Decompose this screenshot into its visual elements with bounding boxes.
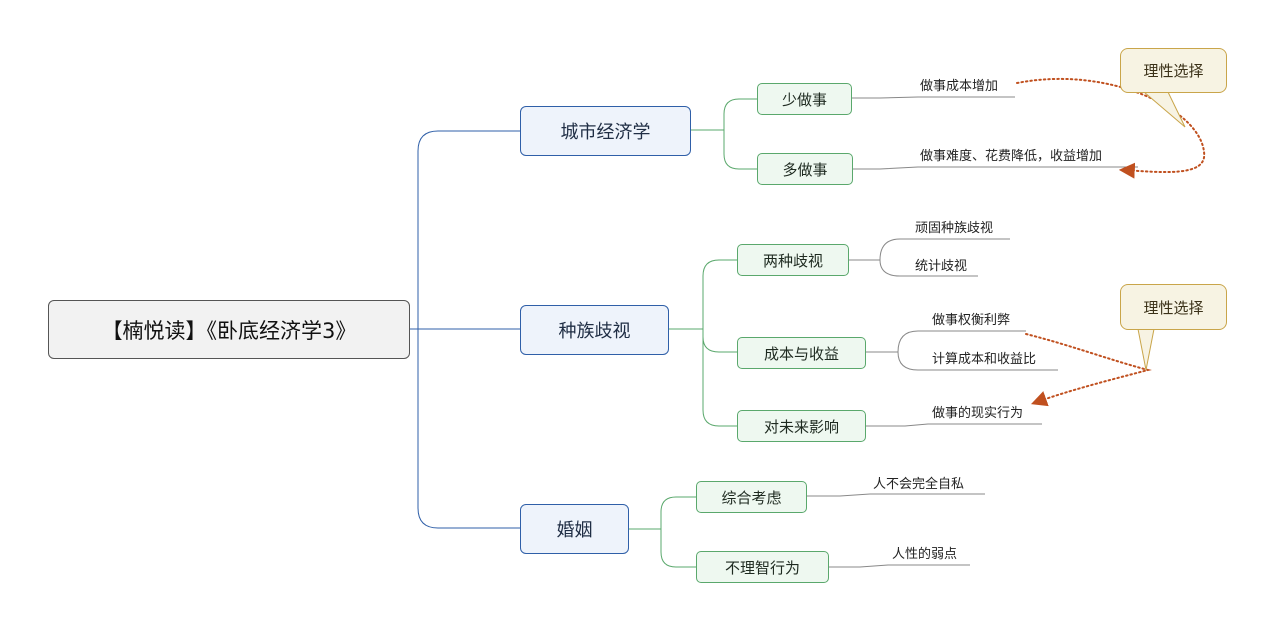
subtopic-do-less[interactable]: 少做事 bbox=[757, 83, 852, 115]
subtopic-overall-consideration[interactable]: 综合考虑 bbox=[696, 481, 807, 513]
connector-leaf-behavior bbox=[866, 423, 1042, 427]
subtopic-two-discriminations[interactable]: 两种歧视 bbox=[737, 244, 849, 276]
callout-tails bbox=[1137, 91, 1186, 371]
connector-leaf-selfish bbox=[807, 493, 985, 497]
relationship-lines bbox=[1016, 78, 1206, 407]
connector-leaf-cheaper bbox=[853, 166, 1138, 170]
leaf-human-weakness[interactable]: 人性的弱点 bbox=[892, 547, 958, 562]
subtopic-irrational-behavior[interactable]: 不理智行为 bbox=[696, 551, 829, 583]
leaf-statistical-discrimination[interactable]: 统计歧视 bbox=[915, 259, 968, 274]
branch-connectors bbox=[629, 98, 757, 568]
connector-race-future bbox=[669, 328, 737, 427]
leaf-weigh-pros-cons[interactable]: 做事权衡利弊 bbox=[932, 313, 1011, 328]
subtopic-cost-benefit[interactable]: 成本与收益 bbox=[737, 337, 866, 369]
callout-tail-1 bbox=[1143, 91, 1186, 128]
connector-leaf-weigh bbox=[866, 330, 1026, 353]
relation-arrow-city bbox=[1016, 78, 1206, 179]
leaf-cost-increase[interactable]: 做事成本增加 bbox=[920, 79, 999, 94]
subtopic-future-impact[interactable]: 对未来影响 bbox=[737, 410, 866, 442]
connector-marriage-consider bbox=[629, 496, 696, 530]
branch-racial-discrimination[interactable]: 种族歧视 bbox=[520, 305, 669, 355]
connector-leaf-weakness bbox=[829, 564, 970, 568]
connector-leaf-cost-up bbox=[852, 96, 1015, 99]
connector-marriage-irrational bbox=[629, 528, 696, 568]
leaf-lower-difficulty[interactable]: 做事难度、花费降低，收益增加 bbox=[920, 149, 1103, 164]
connector-race-two bbox=[669, 259, 737, 330]
connector-city-less bbox=[691, 98, 757, 131]
callout-rational-choice-1[interactable]: 理性选择 bbox=[1120, 48, 1227, 93]
root-topic[interactable]: 【楠悦读】《卧底经济学3》 bbox=[48, 300, 410, 359]
connector-root-marriage bbox=[410, 328, 520, 529]
connector-root-city bbox=[410, 130, 520, 330]
relation-arrow-race bbox=[1025, 333, 1152, 407]
leaf-stubborn-discrimination[interactable]: 顽固种族歧视 bbox=[915, 221, 994, 236]
leaf-cost-benefit-ratio[interactable]: 计算成本和收益比 bbox=[932, 352, 1037, 367]
branch-marriage[interactable]: 婚姻 bbox=[520, 504, 629, 554]
root-connectors bbox=[410, 130, 520, 529]
leaf-connectors bbox=[807, 96, 1138, 568]
branch-city-economics[interactable]: 城市经济学 bbox=[520, 106, 691, 156]
connector-leaf-stubborn bbox=[849, 238, 1010, 261]
callout-tail-2 bbox=[1137, 328, 1155, 371]
callout-rational-choice-2[interactable]: 理性选择 bbox=[1120, 284, 1227, 330]
connector-city-more bbox=[691, 129, 757, 170]
connector-leaf-statistical bbox=[849, 259, 978, 277]
connector-leaf-ratio bbox=[866, 351, 1058, 371]
leaf-real-behavior[interactable]: 做事的现实行为 bbox=[932, 406, 1024, 421]
subtopic-do-more[interactable]: 多做事 bbox=[757, 153, 853, 185]
leaf-not-fully-selfish[interactable]: 人不会完全自私 bbox=[873, 477, 965, 492]
